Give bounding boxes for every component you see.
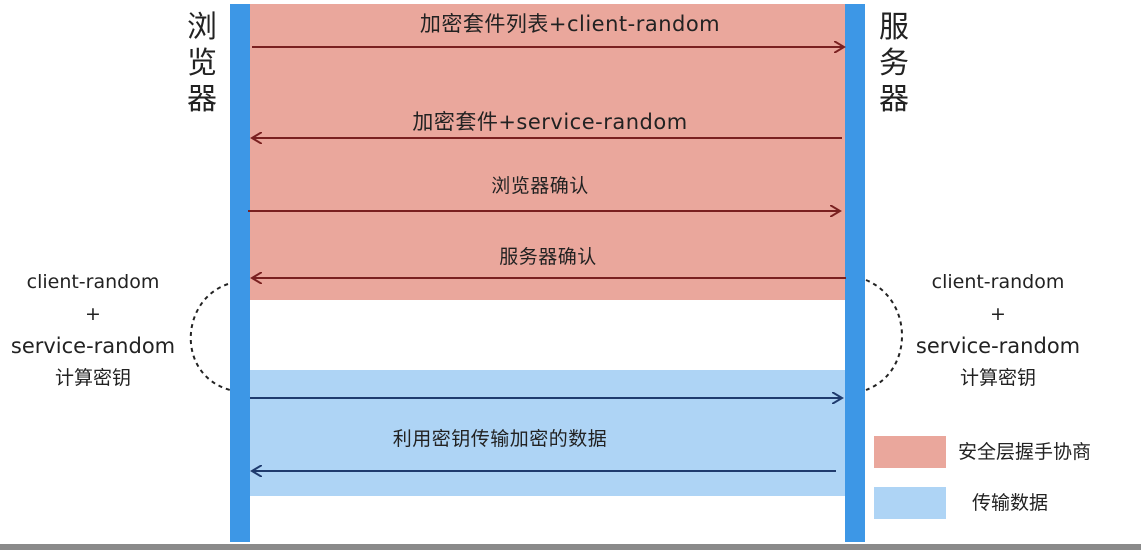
message-encrypted-data: 利用密钥传输加密的数据 bbox=[392, 428, 608, 450]
browser-key-calc: client-random + service-random 计算密钥 bbox=[0, 266, 186, 394]
key-calc-line: 计算密钥 bbox=[959, 367, 1036, 389]
legend-label-data: 传输数据 bbox=[972, 492, 1049, 514]
message-browser-confirm: 浏览器确认 bbox=[491, 175, 589, 197]
key-calc-line: + bbox=[990, 303, 1006, 325]
browser-lifeline bbox=[230, 4, 250, 542]
server-char-3: 器 bbox=[879, 82, 909, 117]
message-server-confirm: 服务器确认 bbox=[499, 246, 597, 268]
key-calc-line: + bbox=[85, 303, 101, 325]
left-dashed-bracket bbox=[189, 283, 231, 391]
browser-char-3: 器 bbox=[187, 82, 217, 117]
server-key-calc: client-random + service-random 计算密钥 bbox=[905, 266, 1091, 394]
server-label: 服 务 器 bbox=[874, 10, 914, 118]
right-dashed-bracket bbox=[865, 279, 903, 391]
data-transfer-region bbox=[250, 370, 846, 496]
server-char-1: 服 bbox=[879, 10, 909, 45]
key-calc-line: client-random bbox=[26, 271, 160, 293]
legend-swatch-data bbox=[874, 487, 946, 519]
message-cipher-list: 加密套件列表+client-random bbox=[419, 12, 721, 36]
key-calc-line: service-random bbox=[915, 334, 1081, 358]
key-calc-line: 计算密钥 bbox=[54, 367, 131, 389]
server-lifeline bbox=[845, 4, 865, 542]
server-char-2: 务 bbox=[879, 46, 909, 81]
legend-label-handshake: 安全层握手协商 bbox=[958, 441, 1092, 463]
legend-swatch-handshake bbox=[874, 436, 946, 468]
browser-char-1: 浏 bbox=[187, 10, 217, 45]
browser-char-2: 览 bbox=[187, 46, 217, 81]
handshake-region bbox=[250, 4, 846, 300]
key-calc-line: service-random bbox=[10, 334, 176, 358]
message-cipher-select: 加密套件+service-random bbox=[412, 110, 688, 134]
browser-label: 浏 览 器 bbox=[182, 10, 222, 118]
bottom-border bbox=[0, 544, 1141, 550]
key-calc-line: client-random bbox=[931, 271, 1065, 293]
